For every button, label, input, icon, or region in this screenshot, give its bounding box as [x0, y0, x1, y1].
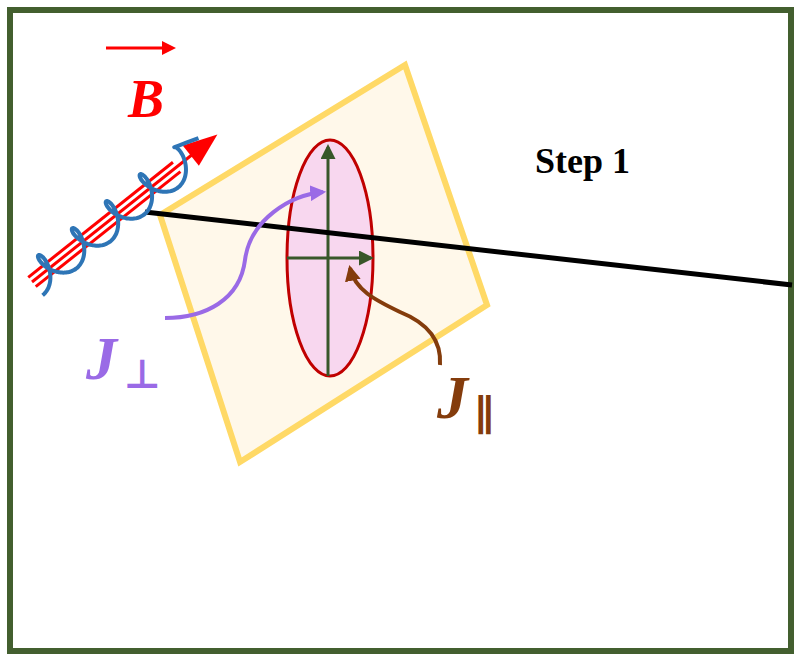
ellipse [287, 140, 373, 376]
subscript: ⊥ [124, 354, 161, 394]
axis-arrow [287, 257, 371, 260]
vector-symbol: B [128, 72, 164, 126]
frame [10, 10, 791, 651]
subscript: ∥ [474, 392, 494, 432]
field-lines [28, 135, 217, 287]
field-arrowhead [183, 135, 218, 166]
axis-arrow [327, 147, 330, 376]
field-line [32, 151, 197, 282]
helix [38, 138, 199, 295]
current-symbol: J [437, 366, 468, 428]
current-symbol: J [86, 327, 117, 389]
vector-arrow [106, 47, 162, 50]
leader-arrow [350, 268, 440, 365]
vector-arrowhead [162, 41, 176, 55]
step-label: Step 1 [535, 143, 630, 179]
plane [160, 65, 487, 462]
field-line [36, 172, 181, 287]
leader-arrow [165, 192, 323, 318]
field-line [28, 162, 173, 277]
